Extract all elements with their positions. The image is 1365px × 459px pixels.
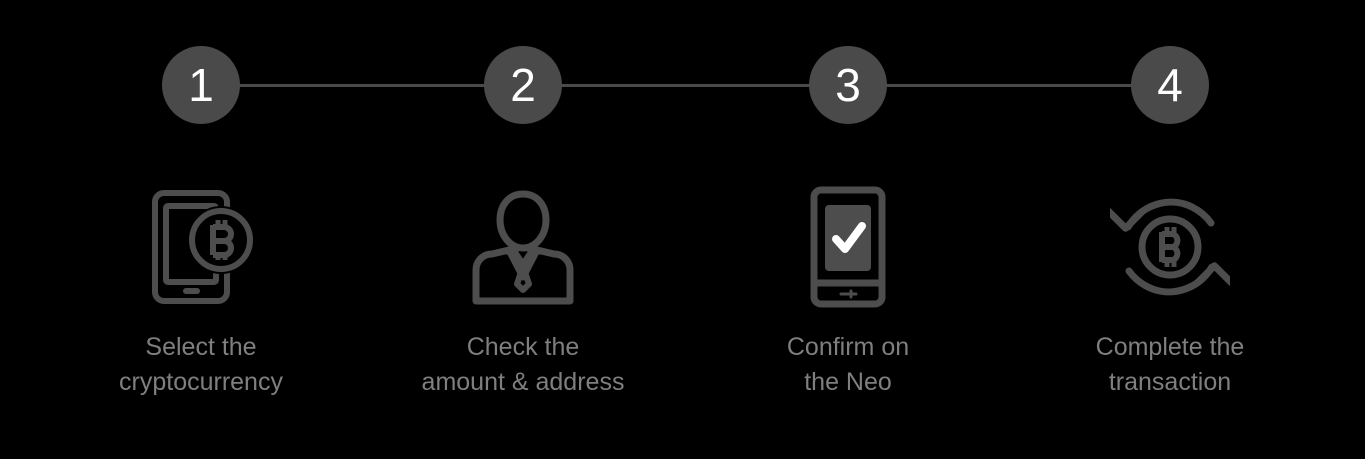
step-caption-3: Confirm on the Neo: [786, 333, 910, 396]
step-number-badge-2: 2: [484, 46, 562, 124]
device-checkmark-icon: [783, 182, 913, 312]
step-item-1: 1 Select the cryptocurrency: [51, 0, 351, 459]
bitcoin-exchange-arrows-icon: [1105, 182, 1235, 312]
person-suit-icon: [458, 182, 588, 312]
step-caption-1: Select the cryptocurrency: [119, 333, 283, 396]
step-connector-line: [201, 84, 1170, 87]
step-caption-4: Complete the transaction: [1095, 333, 1245, 396]
step-number-badge-1: 1: [162, 46, 240, 124]
step-number-badge-4: 4: [1131, 46, 1209, 124]
phone-bitcoin-icon: [136, 182, 266, 312]
step-item-2: 2 Check the amount & address: [373, 0, 673, 459]
step-item-4: 4 Complete the transaction: [1020, 0, 1320, 459]
step-item-3: 3 Confirm on the Neo: [698, 0, 998, 459]
step-number-badge-3: 3: [809, 46, 887, 124]
step-caption-2: Check the amount & address: [421, 333, 625, 396]
